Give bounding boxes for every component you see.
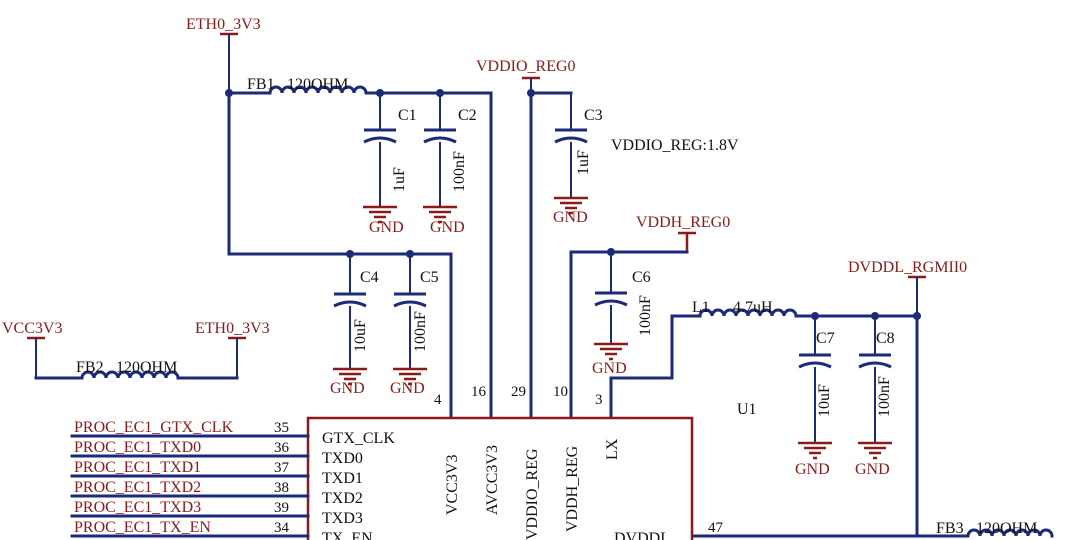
capacitor-c1: C1 1uF — [361, 107, 417, 224]
signal-net-label: PROC_EC1_GTX_CLK — [74, 419, 234, 436]
svg-text:GND: GND — [369, 219, 404, 236]
capacitor-c5: C5 100nF — [391, 269, 439, 386]
svg-text:120OHM: 120OHM — [976, 520, 1037, 537]
signal-labels: PROC_EC1_GTX_CLK PROC_EC1_TXD0 PROC_EC1_… — [74, 419, 290, 536]
svg-text:C8: C8 — [876, 330, 895, 347]
pin-number: 35 — [274, 420, 289, 436]
svg-text:GND: GND — [592, 360, 627, 377]
svg-text:GND: GND — [430, 219, 465, 236]
svg-text:GND: GND — [855, 461, 890, 478]
capacitor-c4: C4 10uF — [331, 269, 379, 386]
junction-dots — [225, 89, 921, 320]
pin-name: TX_EN — [322, 530, 373, 540]
wire-network — [227, 91, 919, 538]
pin-number: 34 — [274, 520, 290, 536]
svg-text:100nF: 100nF — [637, 295, 654, 336]
signal-net-label: PROC_EC1_TX_EN — [74, 519, 211, 536]
pin-number: 16 — [471, 384, 487, 400]
capacitor-c3: C3 1uF — [552, 107, 603, 215]
pin-name: LX — [604, 438, 621, 460]
net-eth0-3v3-top: ETH0_3V3 — [186, 16, 261, 92]
pin-number: 29 — [511, 384, 526, 400]
pin-name: VDDIO_REG — [524, 448, 541, 540]
svg-text:C1: C1 — [398, 107, 417, 124]
svg-text:4.7uH: 4.7uH — [733, 299, 773, 316]
svg-text:C3: C3 — [584, 107, 603, 124]
svg-text:100nF: 100nF — [451, 151, 468, 192]
svg-text:VDDH_REG0: VDDH_REG0 — [636, 214, 730, 231]
pin-name: TXD3 — [322, 510, 363, 527]
svg-text:120OHM: 120OHM — [116, 359, 177, 376]
pin-number: 47 — [708, 520, 724, 536]
pin-name: AVCC3V3 — [484, 445, 501, 515]
pin-number: 3 — [595, 392, 603, 408]
svg-text:GND: GND — [553, 209, 588, 226]
ferrite-bead-fb2: FB2 120OHM — [34, 359, 239, 380]
svg-text:GND: GND — [330, 380, 365, 397]
svg-text:C6: C6 — [632, 269, 651, 286]
svg-text:100nF: 100nF — [876, 376, 893, 417]
pin-name: GTX_CLK — [322, 430, 395, 447]
svg-text:FB2: FB2 — [76, 359, 104, 376]
pin-name: DVDDL — [614, 530, 670, 540]
svg-text:FB3: FB3 — [936, 520, 964, 537]
pin-name: VCC3V3 — [444, 455, 461, 515]
pin-number: 39 — [274, 500, 289, 516]
capacitor-c7: C7 10uF — [796, 330, 835, 460]
svg-text:GND: GND — [390, 380, 425, 397]
signal-net-label: PROC_EC1_TXD3 — [74, 499, 201, 516]
svg-text:DVDDL_RGMII0: DVDDL_RGMII0 — [848, 259, 967, 276]
svg-text:100nF: 100nF — [412, 311, 429, 352]
signal-net-label: PROC_EC1_TXD0 — [74, 439, 201, 456]
svg-text:GND: GND — [795, 461, 830, 478]
pin-name: TXD2 — [322, 490, 363, 507]
net-eth0-3v3-left: ETH0_3V3 — [195, 320, 270, 378]
net-vddio-reg0: VDDIO_REG0 — [476, 58, 576, 93]
capacitor-c2: C2 100nF — [421, 107, 477, 224]
svg-text:1uF: 1uF — [391, 167, 408, 192]
pin-name: TXD0 — [322, 450, 363, 467]
svg-text:ETH0_3V3: ETH0_3V3 — [195, 320, 270, 337]
chip-u1: U1 4 16 29 10 3 VCC3V3 AVCC3V3 VDDIO_REG… — [306, 384, 757, 540]
pin-number: 37 — [274, 460, 290, 476]
svg-text:VDDIO_REG0: VDDIO_REG0 — [476, 58, 576, 75]
signal-net-label: PROC_EC1_TXD2 — [74, 479, 201, 496]
net-vcc3v3: VCC3V3 — [2, 320, 62, 378]
capacitor-c8: C8 100nF — [856, 330, 895, 460]
pin-number: 38 — [274, 480, 289, 496]
vddio-reg-note: VDDIO_REG:1.8V — [611, 137, 739, 154]
ferrite-bead-fb3: FB3 120OHM — [915, 520, 1054, 538]
svg-text:10uF: 10uF — [816, 384, 833, 417]
svg-text:120OHM: 120OHM — [287, 76, 348, 93]
net-vddh-reg0: VDDH_REG0 — [636, 214, 730, 252]
signal-net-label: PROC_EC1_TXD1 — [74, 459, 201, 476]
net-dvddl-rgmii0: DVDDL_RGMII0 — [848, 259, 967, 316]
pin-name: TXD1 — [322, 470, 363, 487]
svg-text:FB1: FB1 — [247, 76, 275, 93]
svg-text:L1: L1 — [692, 299, 710, 316]
svg-text:C5: C5 — [420, 269, 439, 286]
svg-text:1uF: 1uF — [575, 150, 592, 175]
ferrite-bead-fb1: FB1 120OHM — [227, 76, 442, 95]
svg-text:C2: C2 — [458, 107, 477, 124]
pin-number: 36 — [274, 440, 290, 456]
signal-lines — [70, 434, 310, 538]
svg-text:ETH0_3V3: ETH0_3V3 — [186, 16, 261, 33]
pin-name: VDDH_REG — [564, 445, 581, 532]
svg-text:10uF: 10uF — [352, 319, 369, 352]
capacitor-c6: C6 100nF — [592, 269, 654, 361]
gnd-labels: GND GND GND GND GND GND GND GND — [330, 209, 890, 478]
svg-text:C7: C7 — [816, 330, 835, 347]
pin-number: 4 — [434, 392, 442, 408]
svg-text:VCC3V3: VCC3V3 — [2, 320, 62, 337]
chip-ref: U1 — [737, 401, 757, 418]
svg-text:C4: C4 — [360, 269, 379, 286]
pin-number: 10 — [553, 384, 568, 400]
inductor-l1: L1 4.7uH — [692, 299, 798, 318]
